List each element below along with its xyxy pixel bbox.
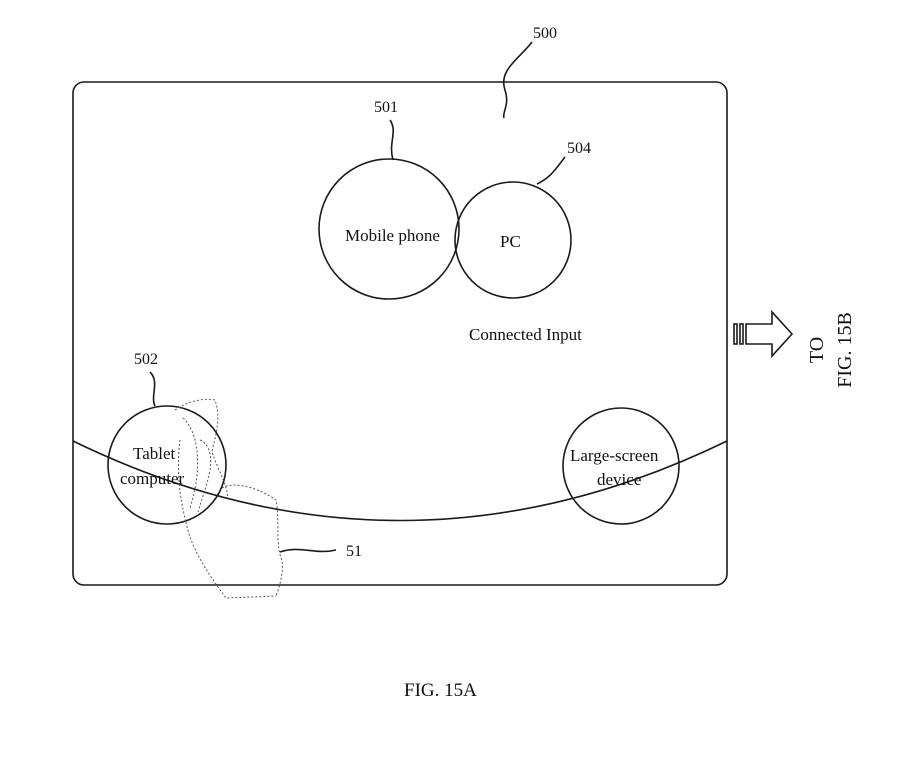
ref-502: 502 — [134, 351, 158, 368]
continuation-arrow-icon — [734, 312, 792, 356]
tablet-label-line1: Tablet — [133, 444, 176, 463]
leader-51 — [280, 549, 336, 552]
tablet-label-line2: computer — [120, 469, 185, 488]
large-screen-label-line1: Large-screen — [570, 446, 659, 465]
ref-501: 501 — [374, 99, 398, 116]
pc-label: PC — [500, 232, 521, 251]
ref-504: 504 — [567, 140, 591, 157]
svg-text:TO: TO — [806, 337, 828, 363]
svg-text:FIG. 15B: FIG. 15B — [834, 312, 856, 388]
ref-51: 51 — [346, 543, 362, 560]
large-screen-node — [563, 408, 679, 524]
device-panel — [73, 82, 727, 585]
continuation-label: TO FIG. 15B — [806, 312, 856, 388]
figure-caption: FIG. 15A — [404, 680, 477, 701]
leader-504 — [537, 157, 565, 184]
mobile-phone-label: Mobile phone — [345, 226, 440, 245]
large-screen-label-line2: device — [597, 470, 641, 489]
leader-501 — [390, 120, 393, 160]
leader-502 — [150, 372, 155, 406]
ref-500: 500 — [533, 25, 557, 42]
leader-500 — [504, 42, 532, 118]
connected-input-label: Connected Input — [469, 325, 582, 344]
